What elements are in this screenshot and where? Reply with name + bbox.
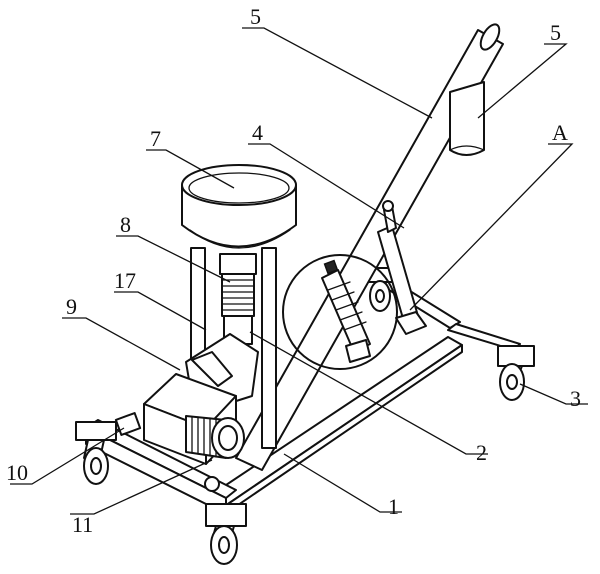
label-a: A bbox=[552, 120, 568, 145]
caster-front-left bbox=[75, 421, 117, 485]
label-17: 17 bbox=[114, 268, 136, 293]
leader-lines bbox=[10, 27, 588, 515]
label-4: 4 bbox=[252, 120, 263, 145]
hydraulic-cylinder bbox=[377, 200, 427, 335]
label-7: 7 bbox=[150, 126, 161, 151]
label-9: 9 bbox=[66, 294, 77, 319]
inclined-tube bbox=[235, 23, 504, 471]
label-5: 5 bbox=[550, 20, 561, 45]
detail-callout-a bbox=[282, 254, 398, 370]
label-1: 1 bbox=[388, 494, 399, 519]
label-11: 11 bbox=[72, 512, 93, 537]
label-10: 10 bbox=[6, 460, 28, 485]
caster-rear-right bbox=[497, 345, 535, 401]
label-6: 5 bbox=[250, 4, 261, 29]
caster-front-right bbox=[205, 503, 247, 565]
feed-hopper bbox=[181, 164, 297, 249]
outlet-pipe bbox=[449, 81, 485, 156]
label-8: 8 bbox=[120, 212, 131, 237]
label-3: 3 bbox=[570, 386, 581, 411]
screw-housing bbox=[219, 253, 257, 345]
reference-labels: 5 5 7 4 A 8 17 9 10 11 2 1 3 bbox=[6, 4, 581, 537]
label-2: 2 bbox=[476, 440, 487, 465]
drive-motor bbox=[114, 412, 245, 492]
